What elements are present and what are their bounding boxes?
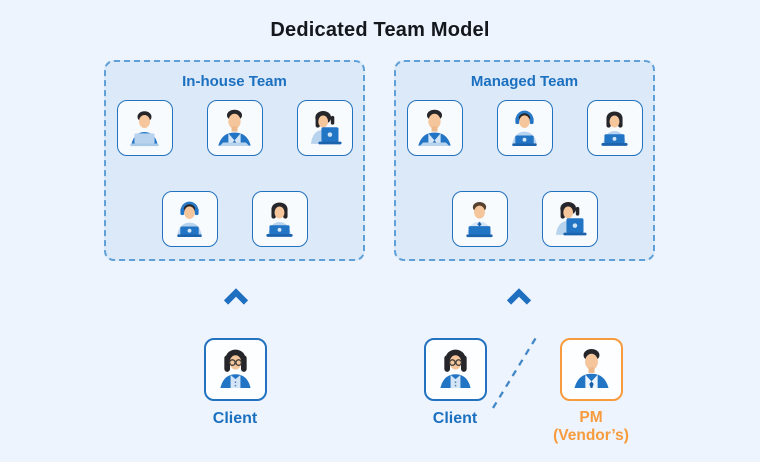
chevron-up-icon: [222, 288, 250, 306]
woman-laptop-front-icon: [590, 104, 639, 153]
inhouse-team-label: In-house Team: [182, 73, 287, 90]
man-laptop-light-icon: [120, 104, 169, 153]
client-left-group: Client: [173, 338, 297, 428]
headset-laptop-icon: [500, 104, 549, 153]
team-member-card: [206, 100, 263, 156]
pm-card: [559, 338, 623, 401]
team-member-card: [496, 100, 553, 156]
team-member-card: [116, 100, 173, 156]
inhouse-team-row-bottom: [161, 191, 308, 247]
team-member-card: [406, 100, 463, 156]
pm-label-line1: PM: [579, 409, 603, 426]
client-label: Client: [432, 410, 478, 427]
managed-team-panel: Managed Team: [394, 60, 655, 261]
inhouse-team-panel: In-house Team: [104, 60, 365, 261]
dashed-divider-line: [486, 331, 544, 413]
diagram-title: Dedicated Team Model: [270, 19, 490, 41]
client-right-group: Client: [393, 338, 517, 428]
headset-laptop-icon: [165, 195, 214, 244]
client-label: Client: [212, 410, 258, 427]
client-woman-glasses-icon: [209, 343, 262, 396]
team-member-card: [451, 191, 508, 247]
client-card: [423, 338, 487, 401]
man-suit-icon: [210, 104, 259, 153]
pm-label-line2: (Vendor’s): [553, 426, 629, 444]
pm-label: PM (Vendor’s): [553, 409, 629, 444]
client-woman-glasses-icon: [429, 343, 482, 396]
managed-team-label: Managed Team: [470, 73, 579, 90]
woman-laptop-front-icon: [255, 195, 304, 244]
team-member-card: [586, 100, 643, 156]
team-member-card: [251, 191, 308, 247]
woman-laptop-side-icon: [300, 104, 349, 153]
team-member-card: [161, 191, 218, 247]
client-card: [203, 338, 267, 401]
managed-team-row-top: [406, 100, 643, 156]
team-member-card: [541, 191, 598, 247]
pm-man-suit-icon: [565, 343, 618, 396]
pm-group: PM (Vendor’s): [529, 338, 653, 444]
woman-laptop-side-icon: [545, 195, 594, 244]
chevron-up-icon: [505, 288, 533, 306]
managed-team-row-bottom: [451, 191, 598, 247]
team-member-card: [296, 100, 353, 156]
man-suit-icon: [410, 104, 459, 153]
inhouse-team-row-top: [116, 100, 353, 156]
man-laptop-blue-icon: [455, 195, 504, 244]
